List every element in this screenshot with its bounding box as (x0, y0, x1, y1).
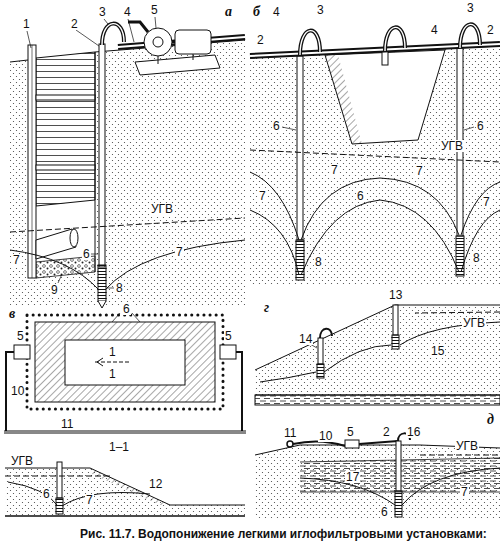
callout-number: 8 (472, 252, 481, 264)
panel-b-drawing (250, 24, 500, 285)
callout-number: 11 (60, 418, 74, 430)
callout-number: 6 (380, 506, 389, 518)
callout-number: 14 (298, 333, 313, 345)
section-mark: 1 (108, 346, 117, 358)
callout-number: 7 (460, 486, 469, 498)
panel-letter: д (486, 412, 495, 428)
callout-number: 3 (466, 2, 475, 14)
callout-number: 17 (345, 471, 360, 483)
callout-number: 10 (10, 385, 25, 397)
figure-caption: Рис. 11.7. Водопонижение легкими иглофил… (80, 528, 487, 541)
callout-number: 7 (258, 190, 267, 202)
water-table-label: УГВ (455, 440, 479, 452)
callout-number: 8 (115, 282, 124, 294)
panel-v-plan (4, 313, 246, 432)
water-table-label: УГВ (150, 203, 174, 215)
callout-number: 10 (318, 430, 333, 442)
panel-letter: б (252, 4, 261, 20)
callout-number: 9 (50, 284, 59, 296)
callout-number: 12 (148, 478, 163, 490)
callout-number: 2 (486, 24, 495, 36)
callout-number: 6 (356, 190, 365, 202)
callout-number: 1 (22, 18, 31, 30)
callout-number: 2 (256, 34, 265, 46)
callout-number: 7 (175, 246, 184, 258)
callout-number: 6 (82, 248, 91, 260)
callout-number: 7 (482, 196, 491, 208)
callout-number: 7 (12, 254, 21, 266)
callout-number: 5 (150, 4, 159, 16)
callout-number: 6 (476, 120, 485, 132)
callout-number: 13 (388, 289, 403, 301)
panel-letter: г (263, 300, 270, 316)
section-mark: 1 (108, 368, 117, 380)
water-table-label: УГВ (462, 317, 486, 329)
callout-number: 7 (415, 165, 424, 177)
callout-number: 5 (16, 330, 25, 342)
callout-number: 5 (346, 426, 355, 438)
panel-a-drawing (10, 17, 245, 308)
callout-number: 4 (430, 24, 439, 36)
callout-number: 6 (42, 488, 51, 500)
callout-number: 6 (272, 120, 281, 132)
callout-number: 8 (314, 256, 323, 268)
callout-number: 5 (224, 330, 233, 342)
callout-number: 4 (272, 6, 281, 18)
callout-number: 7 (330, 164, 339, 176)
water-table-label: УГВ (440, 140, 464, 152)
callout-number: 2 (70, 18, 79, 30)
water-table-label: УГВ (10, 455, 34, 467)
section-title: 1–1 (108, 441, 130, 453)
callout-number: 7 (85, 494, 94, 506)
callout-number: 2 (382, 426, 391, 438)
callout-number: 6 (122, 303, 131, 315)
panel-letter: а (224, 4, 233, 20)
callout-number: 16 (406, 426, 421, 438)
callout-number: 3 (98, 6, 107, 18)
callout-number: 4 (123, 6, 132, 18)
callout-number: 3 (316, 4, 325, 16)
panel-letter: в (8, 306, 16, 322)
section-1-1 (5, 462, 245, 516)
panel-d-drawing (255, 433, 500, 520)
callout-number: 11 (283, 427, 297, 439)
panel-g-drawing (255, 305, 500, 405)
callout-number: 15 (430, 345, 445, 357)
